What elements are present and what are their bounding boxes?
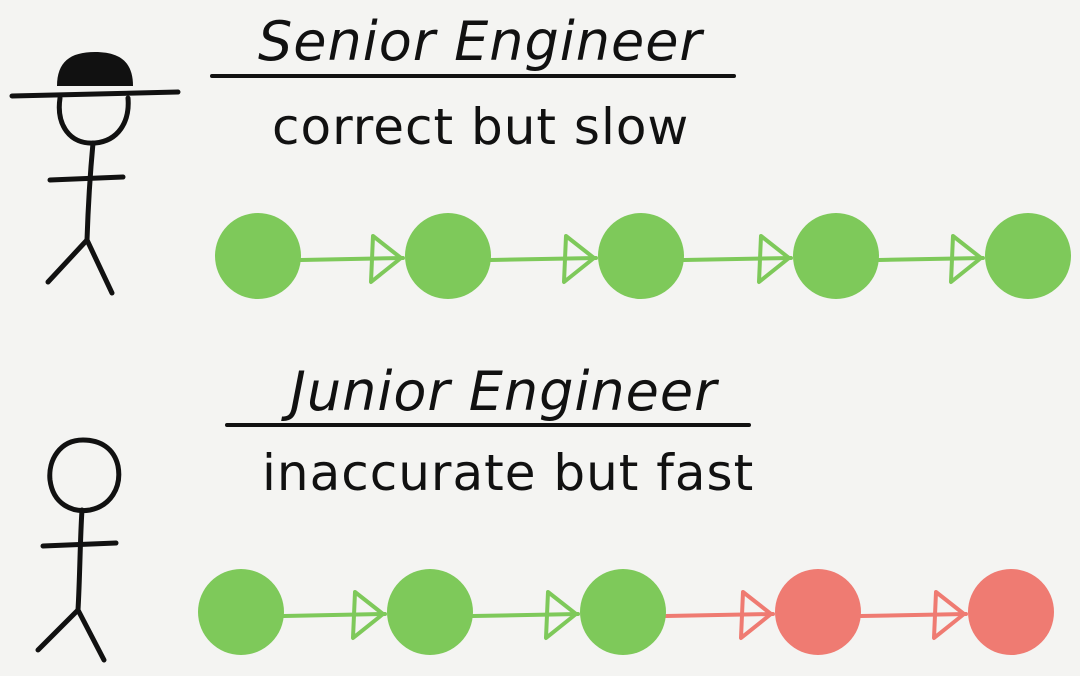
senior-arrow-3: [682, 234, 793, 284]
senior-step-3-success: [598, 213, 684, 299]
junior-step-1-success: [198, 569, 284, 655]
junior-process-flow: [198, 569, 1054, 655]
junior-step-2-success: [387, 569, 473, 655]
senior-step-2-success: [405, 213, 491, 299]
senior-title: Senior Engineer: [258, 10, 703, 73]
stick-figure-icon: [35, 437, 122, 663]
junior-arrow-3: [664, 590, 775, 640]
senior-process-flow: [215, 213, 1071, 299]
junior-title: Junior Engineer: [290, 360, 718, 423]
senior-step-5-success: [985, 213, 1071, 299]
senior-step-4-success: [793, 213, 879, 299]
senior-description: correct but slow: [272, 98, 690, 156]
junior-step-3-success: [580, 569, 666, 655]
senior-arrow-1: [299, 234, 405, 284]
senior-arrow-4: [877, 234, 985, 284]
junior-arrow-1: [282, 590, 387, 640]
junior-step-5-error: [968, 569, 1054, 655]
junior-step-4-error: [775, 569, 861, 655]
junior-title-underline: [225, 423, 751, 427]
senior-step-1-success: [215, 213, 301, 299]
senior-title-underline: [210, 74, 736, 78]
senior-arrow-2: [489, 234, 598, 284]
junior-description: inaccurate but fast: [262, 444, 755, 502]
junior-arrow-4: [859, 590, 968, 640]
stick-figure-with-hat-icon: [9, 52, 181, 296]
junior-arrow-2: [471, 590, 580, 640]
